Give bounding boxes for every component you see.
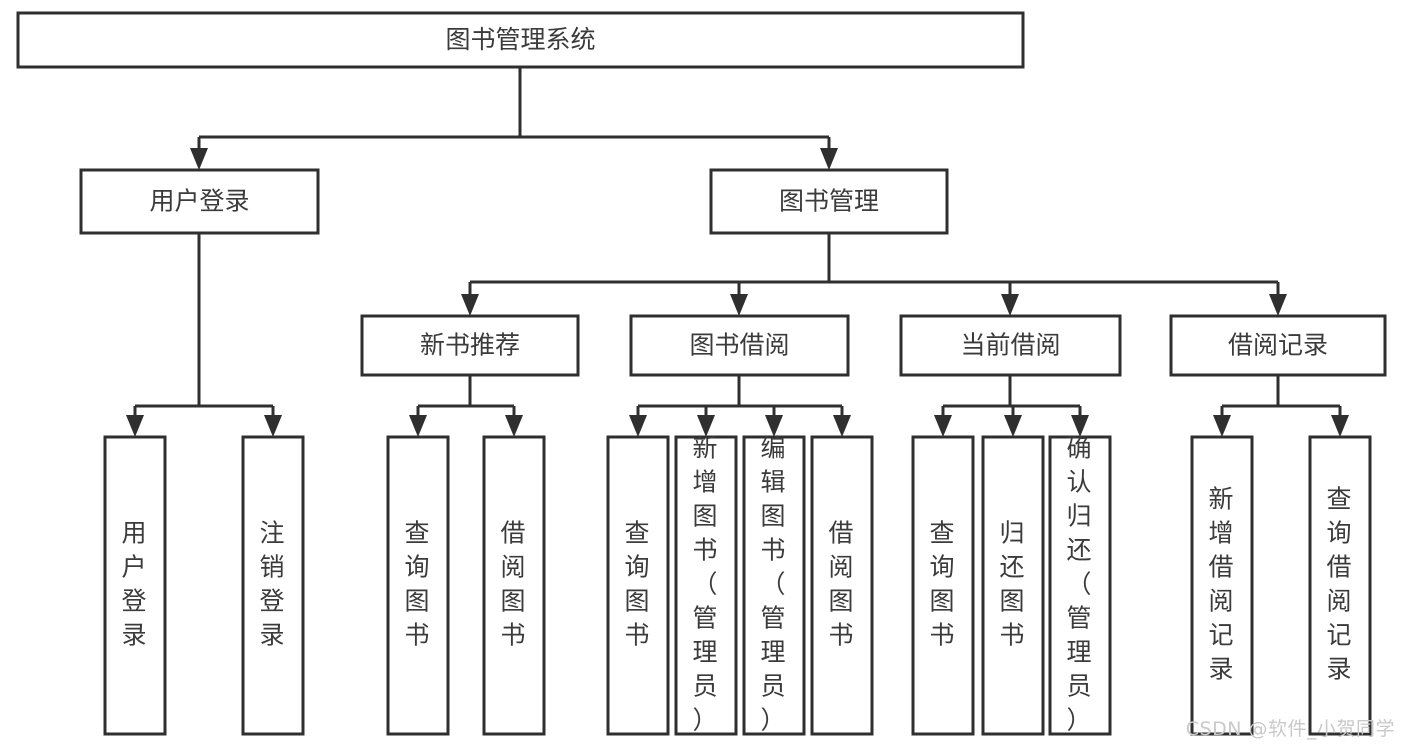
- node-label: 归还图书: [999, 519, 1026, 650]
- node-box[interactable]: [482, 435, 546, 736]
- arrow-head-icon: [833, 415, 851, 437]
- node-label: 查询图书: [929, 519, 956, 650]
- leaf-node-用户登录[interactable]: 用户登录: [103, 435, 167, 736]
- node-label: 图书借阅: [689, 331, 789, 360]
- node-label: 图书管理系统: [445, 25, 595, 54]
- arrow-head-icon: [934, 415, 952, 437]
- level3-node-当前借阅[interactable]: 当前借阅: [899, 314, 1122, 377]
- node-label: 借阅记录: [1228, 331, 1328, 360]
- node-label: 借阅图书: [500, 519, 527, 650]
- level3-node-新书推荐[interactable]: 新书推荐: [360, 314, 580, 377]
- arrow-head-icon: [126, 415, 144, 437]
- node-label: 注销登录: [259, 519, 286, 650]
- nodes-layer: 图书管理系统用户登录图书管理新书推荐图书借阅当前借阅借阅记录用户登录注销登录查询…: [16, 11, 1387, 736]
- edges-layer: [126, 67, 1349, 437]
- edge-group-level2-to-level3: [461, 233, 1287, 316]
- level3-node-图书借阅[interactable]: 图书借阅: [629, 314, 850, 377]
- node-label: 用户登录: [149, 187, 249, 216]
- node-label: 当前借阅: [960, 331, 1060, 360]
- node-label: 查询图书: [624, 519, 651, 650]
- arrow-head-icon: [1071, 415, 1089, 437]
- level2-node-用户登录[interactable]: 用户登录: [79, 168, 320, 235]
- node-box[interactable]: [386, 435, 450, 736]
- node-box[interactable]: [629, 314, 850, 377]
- leaf-node-查询借阅记录[interactable]: 查询借阅记录: [1308, 435, 1372, 736]
- node-label: 用户登录: [121, 519, 148, 650]
- node-box[interactable]: [1169, 314, 1387, 377]
- arrow-head-icon: [820, 148, 838, 170]
- node-label: 查询图书: [404, 519, 431, 650]
- arrow-head-icon: [264, 415, 282, 437]
- node-box[interactable]: [709, 168, 949, 235]
- arrow-head-icon: [1331, 415, 1349, 437]
- watermark-text: CSDN @软件_小贺同学: [1185, 718, 1395, 740]
- node-box[interactable]: [742, 435, 806, 736]
- node-box[interactable]: [1190, 435, 1254, 736]
- arrow-head-icon: [730, 294, 748, 316]
- node-label: 编辑图书（管理员）: [760, 434, 787, 735]
- leaf-node-借阅图书[interactable]: 借阅图书: [482, 435, 546, 736]
- node-box[interactable]: [899, 314, 1122, 377]
- leaf-node-查询图书[interactable]: 查询图书: [386, 435, 450, 736]
- leaf-node-查询图书[interactable]: 查询图书: [606, 435, 670, 736]
- node-label: 借阅图书: [828, 519, 855, 650]
- node-box[interactable]: [1308, 435, 1372, 736]
- arrow-head-icon: [697, 415, 715, 437]
- node-box[interactable]: [674, 435, 738, 736]
- node-label: 确认归还（管理员）: [1066, 434, 1093, 735]
- node-box[interactable]: [360, 314, 580, 377]
- edge-group-borrow-to-leaves: [629, 375, 851, 437]
- edge-group-newbook-to-leaves: [409, 375, 523, 437]
- level2-node-图书管理[interactable]: 图书管理: [709, 168, 949, 235]
- arrow-head-icon: [629, 415, 647, 437]
- node-box[interactable]: [911, 435, 975, 736]
- node-box[interactable]: [103, 435, 167, 736]
- level3-node-借阅记录[interactable]: 借阅记录: [1169, 314, 1387, 377]
- leaf-node-确认归还管理员[interactable]: 确认归还（管理员）: [1048, 434, 1112, 736]
- edge-group-current-to-leaves: [934, 375, 1089, 437]
- node-box[interactable]: [981, 435, 1045, 736]
- node-box[interactable]: [16, 11, 1025, 69]
- edge-group-record-to-leaves: [1213, 375, 1349, 437]
- edge-group-root-to-level2: [190, 67, 838, 170]
- arrow-head-icon: [505, 415, 523, 437]
- leaf-node-归还图书[interactable]: 归还图书: [981, 435, 1045, 736]
- arrow-head-icon: [461, 294, 479, 316]
- arrow-head-icon: [190, 148, 208, 170]
- leaf-node-编辑图书管理员[interactable]: 编辑图书（管理员）: [742, 434, 806, 736]
- leaf-node-新增图书管理员[interactable]: 新增图书（管理员）: [674, 434, 738, 736]
- node-box[interactable]: [241, 435, 305, 736]
- leaf-node-注销登录[interactable]: 注销登录: [241, 435, 305, 736]
- edge-group-login-to-leaves: [126, 233, 282, 437]
- node-box[interactable]: [606, 435, 670, 736]
- arrow-head-icon: [1001, 294, 1019, 316]
- node-box[interactable]: [1048, 435, 1112, 736]
- arrow-head-icon: [1004, 415, 1022, 437]
- node-box[interactable]: [810, 435, 874, 736]
- leaf-node-新增借阅记录[interactable]: 新增借阅记录: [1190, 435, 1254, 736]
- node-label: 查询借阅记录: [1326, 485, 1353, 684]
- node-label: 新书推荐: [420, 331, 520, 360]
- leaf-node-查询图书[interactable]: 查询图书: [911, 435, 975, 736]
- arrow-head-icon: [1213, 415, 1231, 437]
- leaf-node-借阅图书[interactable]: 借阅图书: [810, 435, 874, 736]
- node-box[interactable]: [79, 168, 320, 235]
- arrow-head-icon: [765, 415, 783, 437]
- node-label: 新增借阅记录: [1208, 485, 1235, 684]
- arrow-head-icon: [409, 415, 427, 437]
- node-label: 新增图书（管理员）: [692, 434, 719, 735]
- root-node-图书管理系统[interactable]: 图书管理系统: [16, 11, 1025, 69]
- node-label: 图书管理: [779, 187, 879, 216]
- arrow-head-icon: [1269, 294, 1287, 316]
